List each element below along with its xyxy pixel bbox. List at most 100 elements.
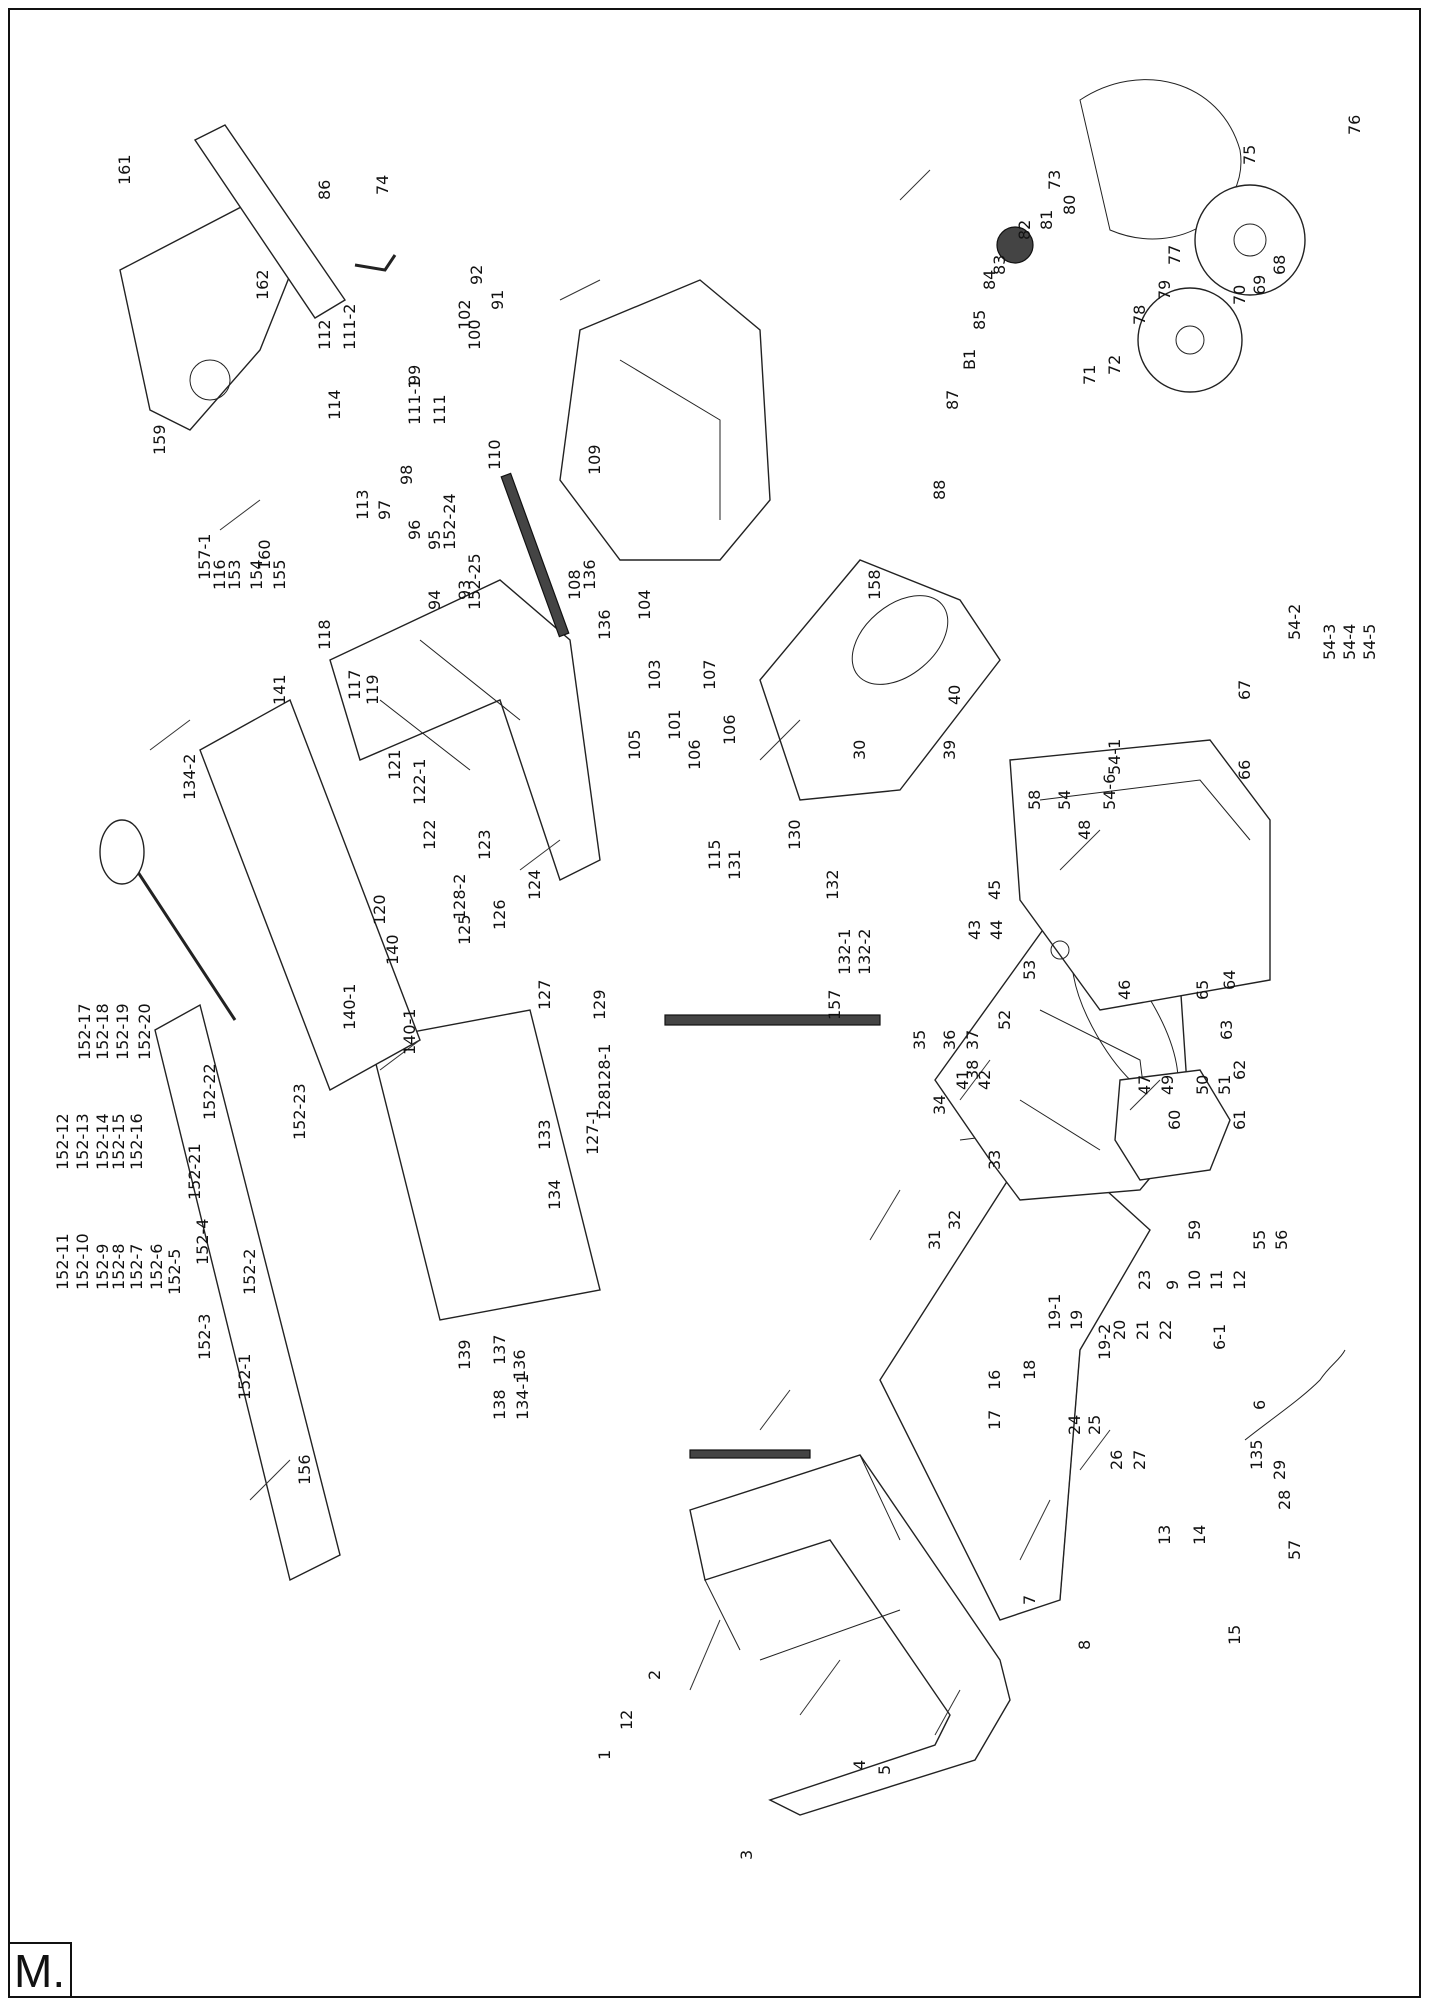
callout: 70	[1230, 285, 1249, 305]
callout: 11	[1207, 1270, 1226, 1290]
callout: 152-8	[109, 1244, 128, 1291]
callout: 37	[963, 1030, 982, 1050]
callout: 40	[945, 685, 964, 705]
callout: 119	[363, 674, 382, 705]
callout: 111-2	[340, 304, 359, 351]
callout: 129	[590, 989, 609, 1020]
callout: 157-1	[195, 534, 214, 581]
callout: 130	[785, 819, 804, 850]
side-cover	[1009, 739, 1271, 1011]
callout: 12	[1230, 1270, 1249, 1290]
callout: 8	[1075, 1640, 1094, 1650]
callout: 1	[595, 1750, 614, 1760]
callout: 16	[985, 1370, 1004, 1390]
page-marker: M.	[10, 1942, 72, 1997]
callout: 59	[1185, 1220, 1204, 1240]
crank-shaft	[128, 859, 237, 1021]
drawing-frame	[8, 8, 1421, 1998]
callout: 76	[1345, 115, 1364, 135]
chip-chute	[193, 124, 346, 319]
callout: 152-22	[200, 1063, 219, 1120]
callout: 39	[940, 740, 959, 760]
callout: 5	[875, 1765, 894, 1775]
callout: 4	[850, 1760, 869, 1770]
callout: 152-5	[165, 1249, 184, 1296]
callout: 43	[965, 920, 984, 940]
callout: 13	[1155, 1525, 1174, 1545]
callout: 133	[535, 1119, 554, 1150]
callout: 152-17	[75, 1003, 94, 1060]
callout: 157	[825, 989, 844, 1020]
callout: 2	[645, 1670, 664, 1680]
sprocket	[996, 226, 1034, 264]
callout: 28	[1275, 1490, 1294, 1510]
callout: 156	[295, 1454, 314, 1485]
base-stand	[689, 1454, 1011, 1816]
callout: 132	[823, 869, 842, 900]
callout: 22	[1156, 1320, 1175, 1340]
callout: 46	[1115, 980, 1134, 1000]
callout: 128	[595, 1089, 614, 1120]
callout: 136	[580, 559, 599, 590]
callout: 154	[247, 559, 266, 590]
callout: 132-1	[835, 929, 854, 976]
callout: 61	[1230, 1110, 1249, 1130]
callout: 161	[115, 154, 134, 185]
callout: 82	[1015, 220, 1034, 240]
long-plate	[154, 1003, 341, 1582]
callout: 6	[1250, 1400, 1269, 1410]
callout: 34	[930, 1095, 949, 1115]
callout: 160	[255, 539, 274, 570]
callout: 109	[585, 444, 604, 475]
callout: 87	[943, 390, 962, 410]
motor	[759, 559, 1001, 801]
callout: 15	[1225, 1625, 1244, 1645]
callout: 152-25	[465, 553, 484, 610]
callout: 127	[535, 979, 554, 1010]
callout: 54-4	[1340, 624, 1359, 660]
callout: 134	[545, 1179, 564, 1210]
callout: 6-1	[1210, 1324, 1229, 1350]
drive-gear	[1137, 287, 1243, 393]
callout: 24	[1065, 1415, 1084, 1435]
callout: 69	[1250, 275, 1269, 295]
callout: 134-1	[513, 1374, 532, 1421]
callout: 162	[253, 269, 272, 300]
callout: 121	[385, 749, 404, 780]
callout: 112	[315, 319, 334, 350]
callout: 152-1	[235, 1354, 254, 1401]
callout: 54-2	[1285, 604, 1304, 640]
callout: 25	[1085, 1415, 1104, 1435]
callout: 30	[850, 740, 869, 760]
callout: 105	[625, 729, 644, 760]
callout: 58	[1025, 790, 1044, 810]
callout: 137	[490, 1334, 509, 1365]
callout: 107	[700, 659, 719, 690]
callout: 101	[665, 709, 684, 740]
callout: 152-3	[195, 1314, 214, 1361]
callout: 56	[1272, 1230, 1291, 1250]
callout: 152-24	[440, 493, 459, 550]
head-frame	[329, 579, 601, 881]
callout: 120	[370, 894, 389, 925]
callout: 47	[1135, 1075, 1154, 1095]
callout: 53	[1020, 960, 1039, 980]
callout: 136	[595, 609, 614, 640]
callout: 29	[1270, 1460, 1289, 1480]
callout: 152-4	[193, 1219, 212, 1266]
callout: 78	[1130, 305, 1149, 325]
callout: 136	[510, 1349, 529, 1380]
callout: 49	[1158, 1075, 1177, 1095]
callout: 106	[685, 739, 704, 770]
callout: 122-1	[410, 759, 429, 806]
callout: 114	[325, 389, 344, 420]
callout: 93	[455, 580, 474, 600]
callout: 19	[1067, 1310, 1086, 1330]
callout: 45	[985, 880, 1004, 900]
callout: 155	[270, 559, 289, 590]
callout: 110	[485, 439, 504, 470]
cutter-roller	[500, 472, 570, 638]
callout: 116	[210, 559, 229, 590]
callout: 152-20	[135, 1003, 154, 1060]
